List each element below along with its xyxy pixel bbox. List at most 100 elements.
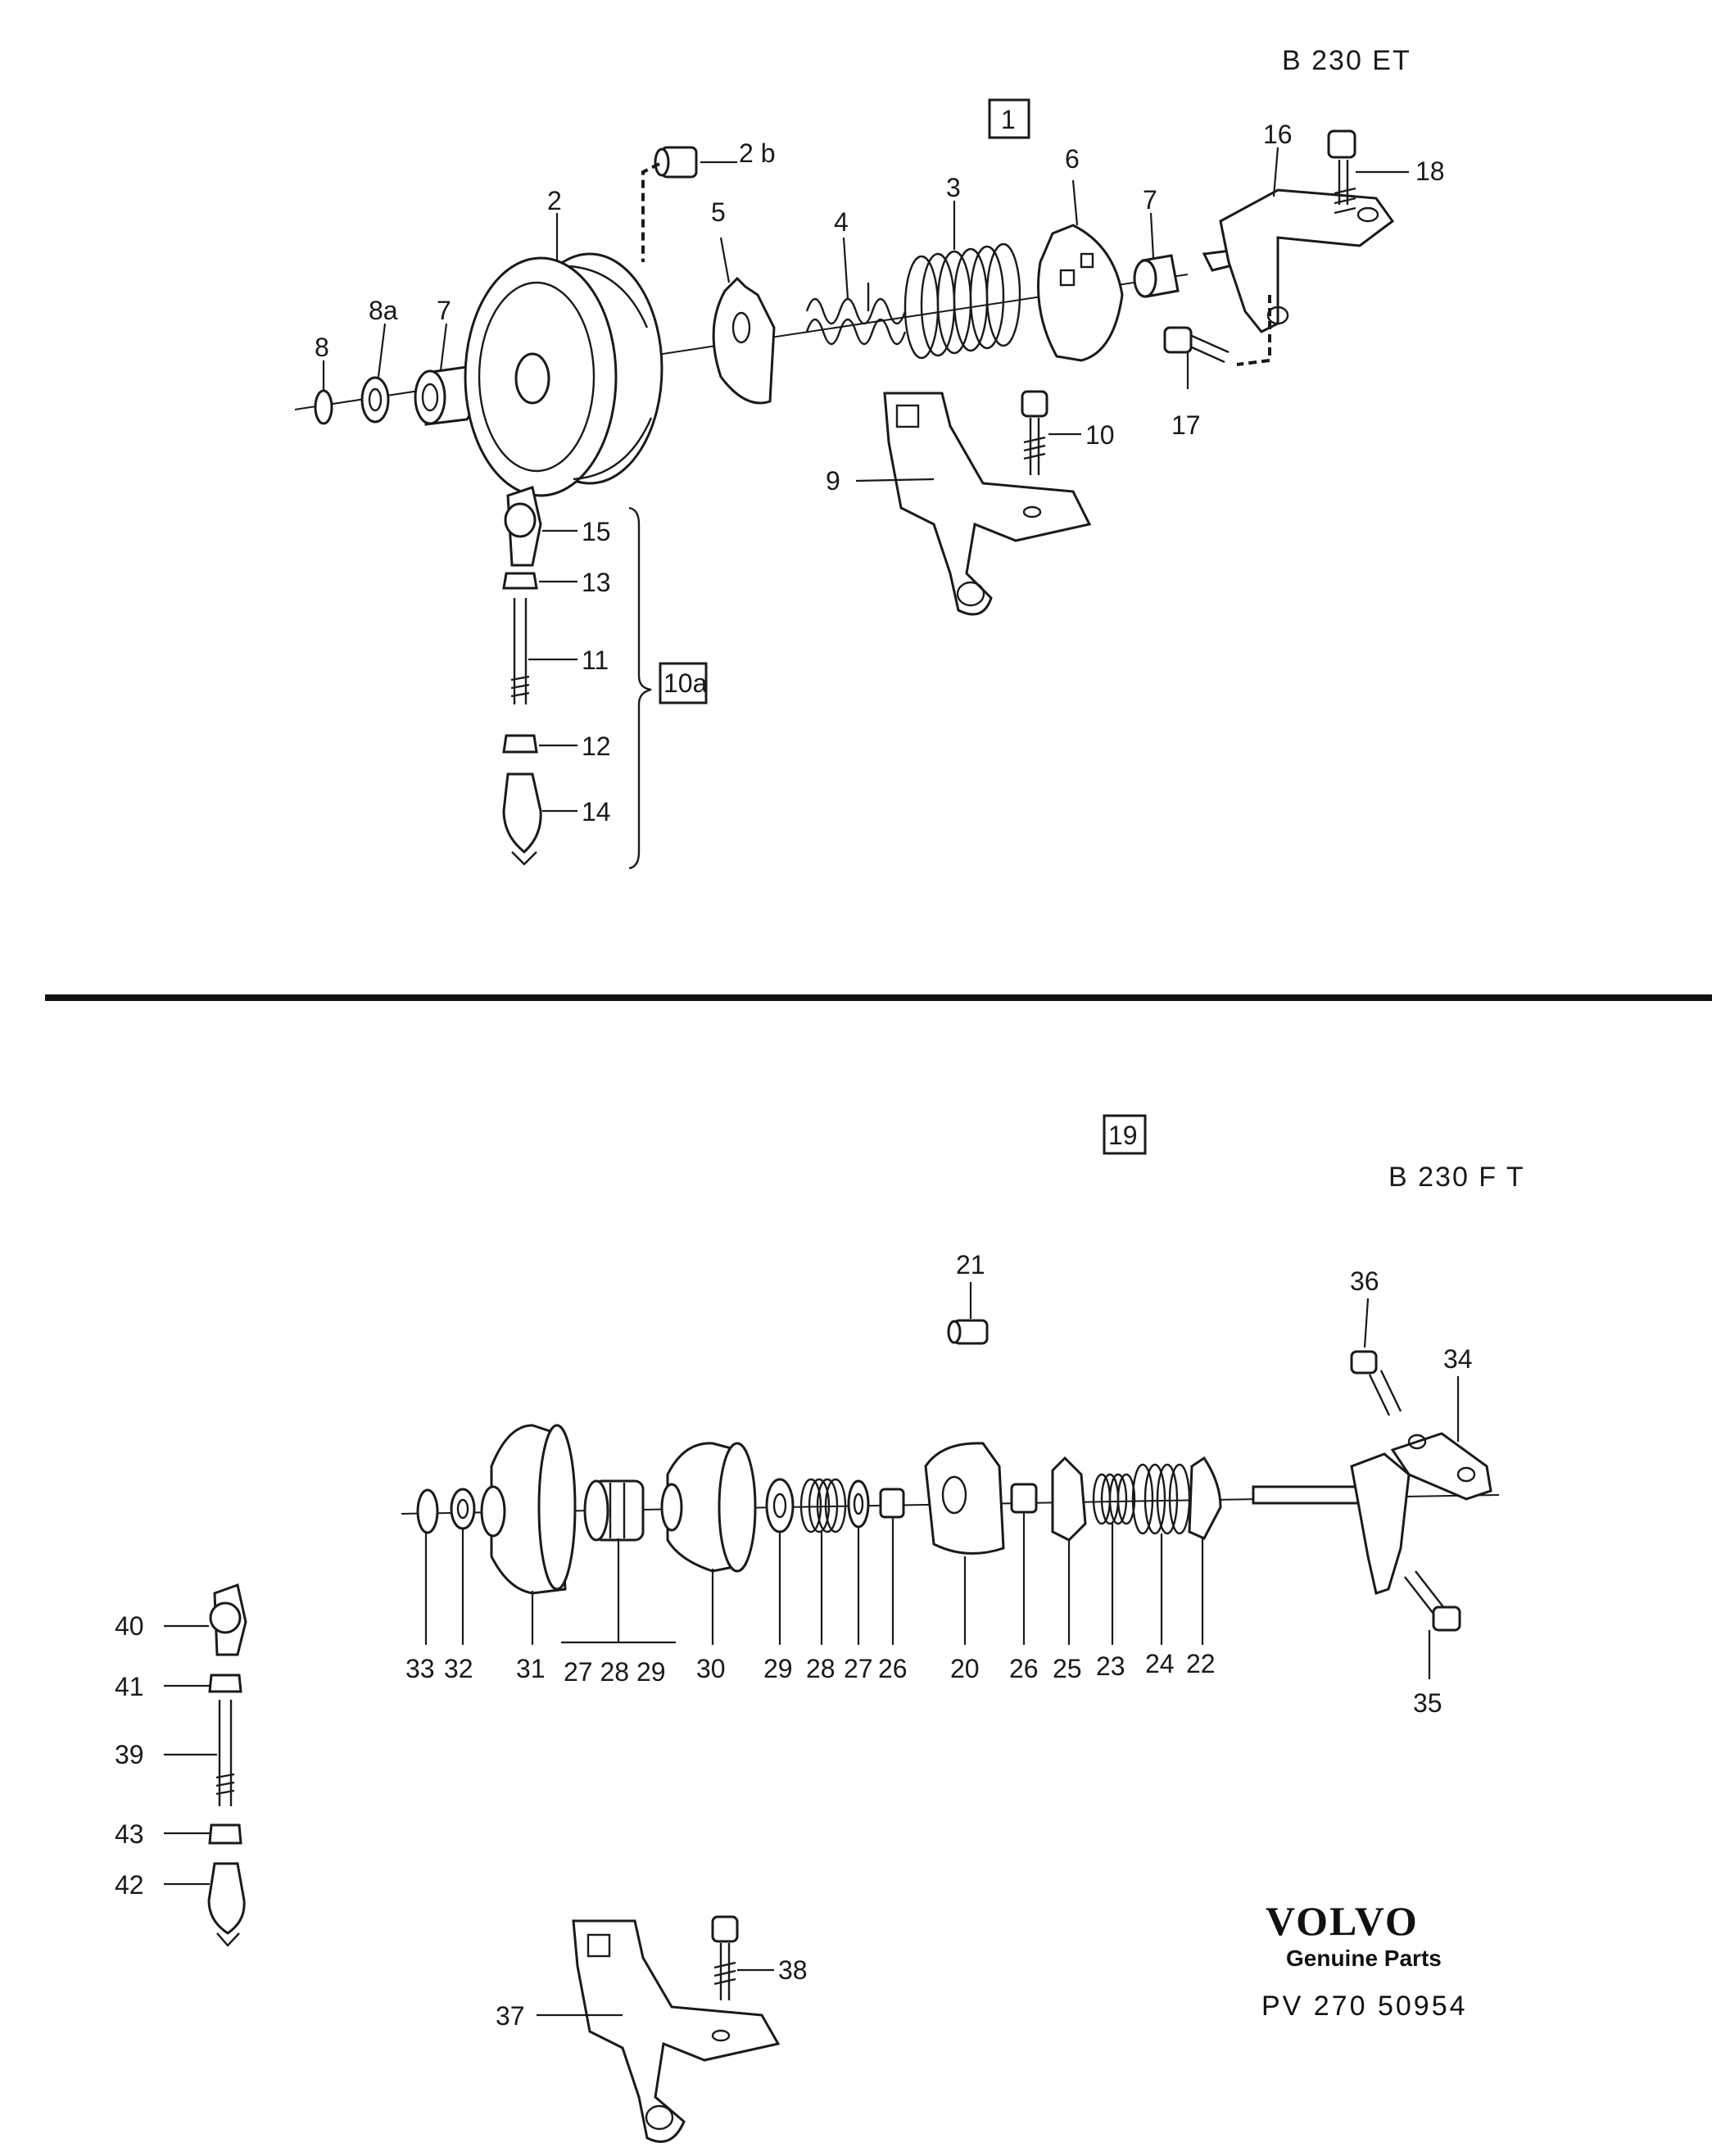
callout-36: 36 — [1350, 1266, 1379, 1296]
part-32-washer — [450, 1488, 476, 1530]
part-10-screw — [1021, 390, 1048, 475]
part-18-bolt — [1327, 129, 1356, 215]
callout-10: 10 — [1085, 420, 1115, 450]
model-label-top: B 230 ET — [1282, 45, 1411, 76]
group-box-1: 1 — [988, 98, 1030, 139]
leader-lines-bottom — [164, 1282, 1460, 2017]
callout-22: 22 — [1186, 1649, 1216, 1678]
callout-23: 23 — [1096, 1651, 1125, 1681]
callout-30: 30 — [696, 1654, 726, 1683]
rod-assembly-10a — [502, 486, 542, 866]
callout-6: 6 — [1065, 144, 1080, 174]
callout-17: 17 — [1171, 410, 1201, 440]
callout-26-right: 26 — [1009, 1654, 1039, 1683]
callout-41: 41 — [115, 1672, 144, 1701]
callout-13: 13 — [582, 568, 611, 597]
part-9-bracket — [883, 392, 1092, 616]
callout-20: 20 — [950, 1654, 980, 1683]
callout-labels-bottom: 21 36 34 33 32 31 27 28 29 30 29 28 27 2… — [115, 1250, 1473, 2031]
callout-18: 18 — [1415, 156, 1445, 186]
vacuum-hose-top — [641, 162, 660, 262]
part-24-spring — [1131, 1463, 1191, 1535]
callout-40: 40 — [115, 1611, 144, 1641]
callout-31: 31 — [516, 1654, 546, 1683]
callout-15: 15 — [582, 517, 611, 546]
part-4-spring — [805, 283, 907, 346]
part-7-bushing-right — [1133, 254, 1180, 298]
callout-27: 27 — [844, 1654, 873, 1683]
part-26-bushing-right — [1010, 1483, 1038, 1514]
bracket-10a — [628, 506, 652, 870]
callout-28: 28 — [806, 1654, 836, 1683]
callout-24: 24 — [1145, 1649, 1175, 1678]
part-31-housing — [480, 1424, 577, 1595]
callout-34: 34 — [1443, 1344, 1473, 1374]
part-16-bracket — [1202, 188, 1395, 333]
part-35-bolt — [1404, 1570, 1461, 1632]
part-2-vacuum-housing — [464, 252, 663, 497]
callout-5: 5 — [711, 197, 726, 227]
callout-26-left: 26 — [878, 1654, 908, 1683]
leader-lines-top — [322, 147, 1409, 813]
part-17-bolt — [1163, 326, 1230, 364]
callout-29: 29 — [763, 1654, 793, 1683]
part-3-coil-spring — [903, 242, 1021, 360]
callout-11: 11 — [582, 645, 609, 675]
part-23-spring — [1092, 1473, 1136, 1525]
part-25-plate — [1051, 1456, 1087, 1542]
model-label-bottom: B 230 F T — [1388, 1162, 1525, 1193]
callout-27-28-29: 27 28 29 — [564, 1657, 666, 1687]
part-5-cam-plate — [712, 276, 776, 405]
callout-38: 38 — [778, 1955, 808, 1985]
callout-7-left: 7 — [437, 296, 451, 325]
callout-43: 43 — [115, 1819, 144, 1849]
part-33-circlip — [416, 1488, 439, 1534]
callout-labels-top: 2 b 2 5 4 3 6 7 16 18 8a 8 7 10 17 9 15 … — [315, 120, 1445, 827]
brand-tagline: Genuine Parts — [1286, 1945, 1442, 1971]
part-34-arm — [1252, 1432, 1492, 1595]
part-27-28-29-bushing — [583, 1479, 645, 1542]
callout-39: 39 — [115, 1740, 144, 1769]
callout-7-right: 7 — [1143, 185, 1157, 215]
callout-8a: 8a — [369, 296, 398, 325]
callout-42: 42 — [115, 1870, 144, 1900]
volvo-logo: VOLVO — [1266, 1898, 1419, 1944]
dashed-fit-line-16 — [1236, 295, 1271, 366]
callout-3: 3 — [946, 173, 961, 202]
part-8-circlip — [314, 389, 333, 425]
callout-35: 35 — [1413, 1688, 1442, 1718]
callout-21: 21 — [956, 1250, 985, 1280]
callout-8: 8 — [315, 333, 329, 362]
part-7-bushing-left — [414, 365, 481, 426]
callout-25: 25 — [1053, 1654, 1082, 1683]
part-6-plate — [1037, 224, 1124, 362]
callout-2b: 2 b — [739, 138, 775, 168]
part-30-housing — [660, 1442, 757, 1573]
callout-9: 9 — [826, 466, 840, 496]
rod-assembly-bottom — [207, 1583, 247, 1947]
callout-14: 14 — [582, 797, 611, 827]
group-box-19: 19 — [1103, 1114, 1147, 1155]
part-27-washer — [847, 1479, 870, 1529]
brand-block: VOLVO Genuine Parts PV 270 50954 — [1261, 1898, 1468, 2022]
svg-text:19: 19 — [1108, 1121, 1138, 1150]
group-box-10a: 10a — [659, 662, 708, 704]
part-8a-washer — [360, 376, 390, 424]
svg-text:10a: 10a — [663, 668, 708, 698]
part-number: PV 270 50954 — [1261, 1991, 1468, 2022]
part-21-nipple — [947, 1319, 989, 1345]
callout-33: 33 — [405, 1654, 435, 1683]
part-36-bolt — [1350, 1350, 1402, 1416]
svg-text:1: 1 — [1001, 105, 1016, 134]
callout-4: 4 — [834, 207, 849, 237]
part-28-spring — [799, 1478, 847, 1533]
part-29-washer — [765, 1478, 795, 1533]
callout-12: 12 — [582, 732, 611, 761]
part-37-bracket — [572, 1919, 781, 2143]
part-26-bushing-left — [879, 1488, 905, 1519]
callout-2: 2 — [547, 186, 562, 215]
callout-37: 37 — [496, 2001, 525, 2031]
part-38-screw — [711, 1915, 739, 2000]
part-22-plate — [1188, 1456, 1222, 1540]
